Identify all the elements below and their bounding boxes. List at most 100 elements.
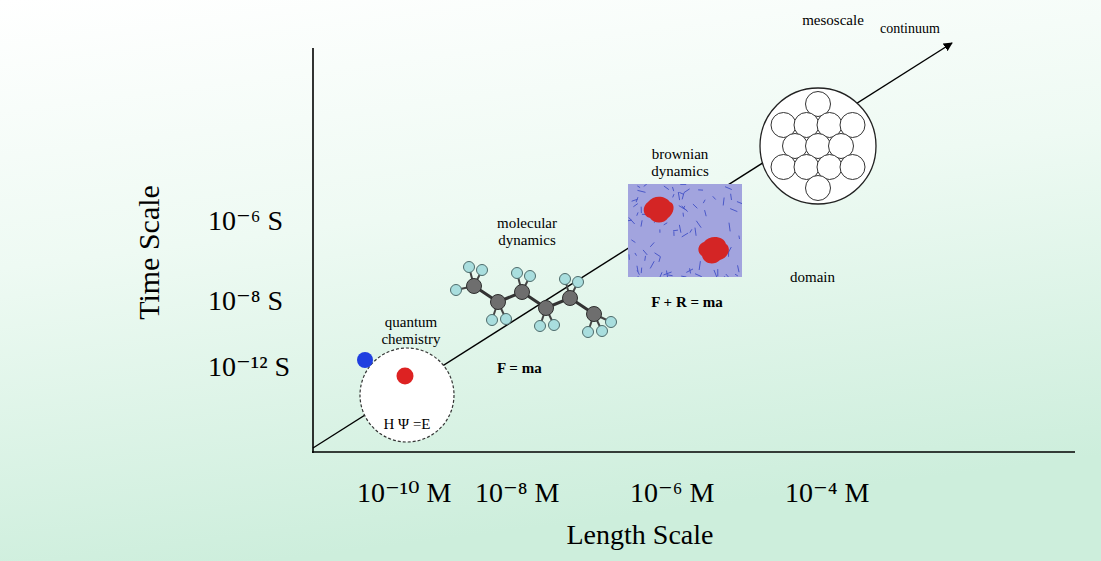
axis-title: Length Scale [567, 520, 714, 551]
solvent-molecule [738, 236, 740, 239]
solvent-molecule [726, 274, 731, 277]
solvent-molecule [679, 225, 681, 233]
solvent-molecule [641, 207, 642, 213]
hydrogen-atom [583, 327, 594, 338]
brownian-dynamics-panel: brownian dynamics F + R = ma [620, 144, 750, 316]
node-heading: brownian dynamics [640, 146, 720, 180]
solvent-molecule [730, 209, 737, 212]
solvent-molecule [679, 192, 683, 194]
solvent-molecule [713, 196, 716, 199]
solvent-molecule [699, 261, 700, 270]
solvent-molecule [673, 231, 674, 235]
hydrogen-atom [597, 326, 608, 337]
solvent-molecule [730, 194, 732, 200]
solvent-molecule [663, 272, 671, 275]
scale-diagonal-arrow [313, 43, 952, 448]
electron-dot [357, 352, 373, 368]
hydrogen-atom [512, 268, 523, 279]
solvent-molecule [682, 206, 688, 212]
colloid-particle [644, 197, 674, 223]
solvent-molecule [735, 274, 738, 276]
solvent-molecule [641, 268, 642, 274]
solvent-molecule [696, 221, 701, 228]
solvent-molecule [683, 213, 684, 217]
method-label: molecular dynamics [484, 215, 570, 248]
hydrogen-atom [451, 285, 462, 296]
hydrogen-atom [560, 274, 571, 285]
solvent-molecule [631, 240, 635, 243]
solvent-molecule [672, 187, 673, 191]
length-axis [312, 451, 1075, 453]
equation-text: F + R = ma [632, 294, 742, 311]
solvent-molecule [650, 242, 654, 246]
hydrogen-atom [573, 277, 584, 288]
solvent-molecule [637, 186, 640, 188]
node-outline [752, 8, 884, 214]
solvent-molecule [660, 272, 662, 277]
hydrogen-atom [535, 321, 546, 332]
solvent-molecule [650, 261, 654, 268]
solvent-box [628, 184, 742, 277]
carbon-atom [563, 291, 578, 306]
solvent-molecule [686, 269, 693, 272]
mesoscale-circle: mesoscale [752, 8, 884, 214]
carbon-atom [587, 307, 602, 322]
grain-circle [806, 176, 831, 201]
hydrogen-atom [487, 315, 498, 326]
carbon-atom [539, 301, 554, 316]
grain-circle [771, 155, 796, 180]
equation-text: H Ψ =E [367, 416, 447, 433]
solvent-molecule [643, 250, 647, 255]
tick-label: 10⁻⁶ S [208, 206, 283, 237]
hydrogen-atom [477, 265, 488, 276]
solvent-molecule [695, 228, 696, 236]
solvent-molecule [695, 274, 702, 277]
solvent-molecule [628, 254, 629, 259]
solvent-molecule [637, 190, 645, 192]
solvent-molecule [714, 270, 717, 277]
solvent-molecule [673, 230, 678, 232]
tick-label: 10⁻⁴ M [785, 478, 869, 509]
hydrogen-atom [464, 262, 475, 273]
solvent-molecule [724, 277, 727, 278]
solvent-molecule [655, 253, 661, 257]
solvent-molecule [705, 210, 707, 216]
continuum-label: continuum [880, 21, 940, 36]
node-heading: quantum chemistry [372, 314, 450, 348]
hydrogen-atom [549, 320, 560, 331]
quantum-circle: quantum chemistry H Ψ =E [355, 312, 467, 447]
solvent-molecule [737, 202, 742, 204]
domain-label: domain [790, 269, 835, 286]
solvent-molecule [637, 276, 639, 277]
solvent-molecule [698, 189, 703, 190]
solvent-molecule [635, 253, 637, 256]
solvent-molecule [681, 276, 686, 277]
hydrogen-atom [501, 314, 512, 325]
solvent-molecule [637, 212, 638, 215]
solvent-molecule [729, 223, 730, 232]
solvent-molecule [678, 192, 679, 200]
solvent-molecule [644, 256, 646, 261]
solvent-molecule [659, 229, 660, 232]
solvent-molecule [633, 204, 637, 207]
solvent-molecule [682, 233, 688, 237]
domain-circle [760, 88, 876, 204]
nucleus-dot [397, 368, 414, 385]
equation-text: F = ma [497, 360, 542, 377]
solvent-molecule [659, 257, 661, 262]
carbon-chain-bond [474, 286, 594, 314]
solvent-molecule [680, 184, 686, 185]
solvent-molecule [717, 269, 718, 276]
solvent-molecule [644, 184, 647, 186]
solvent-molecule [723, 198, 725, 206]
axis-title: Time Scale [131, 185, 164, 320]
solvent-molecule [664, 186, 669, 190]
solvent-molecule [703, 200, 705, 203]
tick-label: 10⁻⁸ M [475, 478, 559, 509]
tick-label: 10⁻⁸ S [208, 286, 283, 317]
hydrogen-atom [525, 271, 536, 282]
